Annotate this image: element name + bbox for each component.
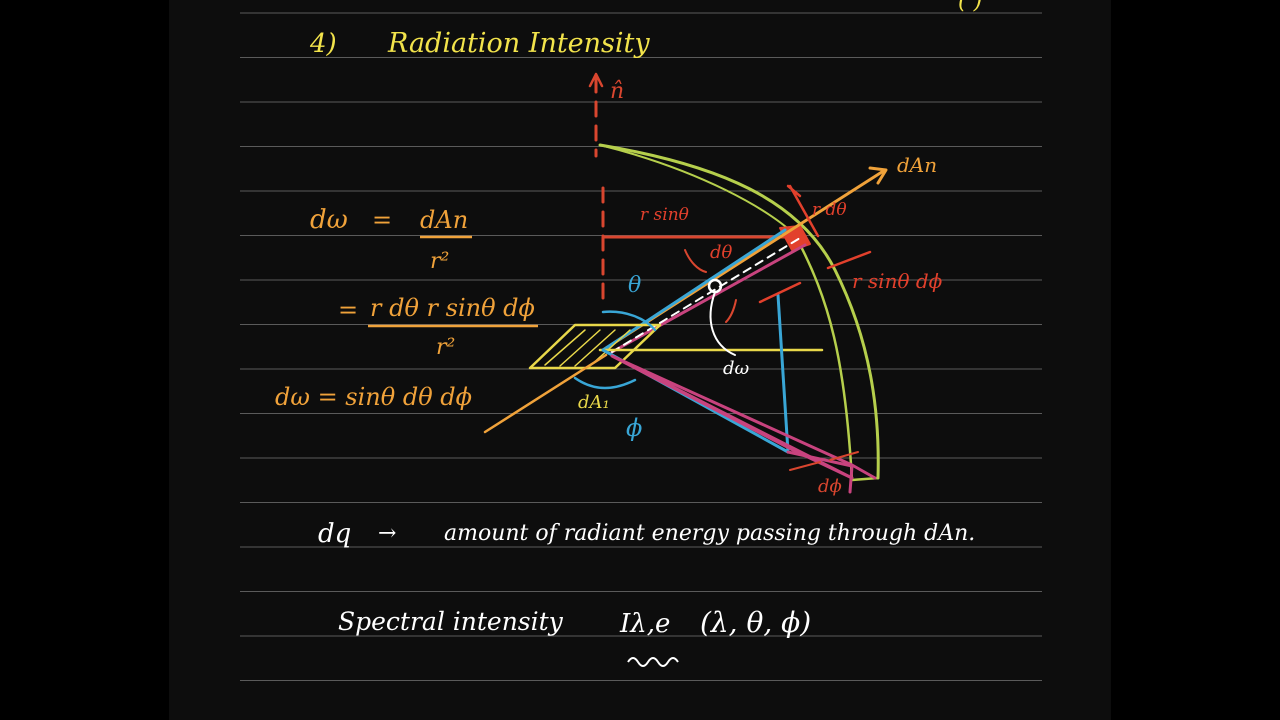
eq1-numerator: dAn xyxy=(420,206,468,234)
notebook-page xyxy=(169,0,1111,720)
eq2-denominator: r² xyxy=(436,335,455,360)
domega-label: dω xyxy=(723,358,750,379)
r-dtheta-label: r dθ xyxy=(812,200,847,220)
dtheta-arrow xyxy=(684,249,707,273)
eq1-equals: = xyxy=(372,206,392,234)
dAn-arrowhead-icon xyxy=(868,166,888,185)
incoming-line xyxy=(483,353,608,434)
r-sin-theta-dphi-label: r sinθ dϕ xyxy=(852,269,943,293)
heading-number: 4) xyxy=(309,29,337,59)
heading-title: Radiation Intensity xyxy=(387,28,650,59)
dA1-label: dA₁ xyxy=(578,392,610,413)
solid-angle-equations: dω = dAn r² = r dθ r sinθ dϕ r² dω = sin… xyxy=(275,205,538,411)
phi-label: ϕ xyxy=(626,414,642,442)
spectral-intensity-text: Spectral intensity xyxy=(338,607,564,636)
dtheta-arrow-2 xyxy=(725,299,737,323)
hemisphere-outer-arc xyxy=(598,143,880,480)
vertical-drop-line xyxy=(776,293,790,454)
theta-label: θ xyxy=(628,273,641,298)
dphi-arrows xyxy=(789,451,859,471)
normal-label: n̂ xyxy=(610,79,624,104)
normal-arrowhead-icon xyxy=(588,72,604,88)
domega-pointer xyxy=(709,291,736,356)
ray-line-dashed xyxy=(611,237,801,353)
definition-notes: dq → amount of radiant energy passing th… xyxy=(318,519,975,667)
dA1-hatch xyxy=(544,329,631,367)
hemisphere-meridian xyxy=(793,233,854,482)
dphi-label: dϕ xyxy=(818,476,842,497)
radiation-diagram xyxy=(483,72,888,494)
r-dtheta-bracket xyxy=(786,184,820,238)
spectral-intensity-args: (λ, θ, ϕ) xyxy=(700,606,811,639)
dq-description: amount of radiant energy passing through… xyxy=(444,521,975,546)
corner-mark: ( ) xyxy=(958,0,982,14)
symbol-underline xyxy=(627,657,679,667)
r-sin-theta-label: r sinθ xyxy=(640,205,689,225)
dtheta-label: dθ xyxy=(710,242,733,263)
eq2-equals: = xyxy=(338,296,358,324)
spectral-intensity-symbol: Iλ,e xyxy=(619,609,670,639)
eq1-lhs: dω xyxy=(310,205,348,235)
eq3: dω = sinθ dθ dϕ xyxy=(275,383,472,411)
ruled-lines xyxy=(240,12,1042,681)
dq-symbol: dq xyxy=(318,519,351,549)
hemisphere-inner-arc xyxy=(599,144,796,236)
r-sin-theta-dphi-arrows xyxy=(758,250,872,304)
ray-line-lower xyxy=(610,243,807,354)
theta-arc xyxy=(601,310,657,332)
ray-line-upper xyxy=(601,228,787,352)
base-wedge-edge xyxy=(786,450,854,494)
dAn-label: dAn xyxy=(897,153,937,177)
dq-arrow: → xyxy=(378,521,396,546)
eq1-denominator: r² xyxy=(430,249,449,274)
phi-arc xyxy=(573,376,637,390)
eq2-numerator: r dθ r sinθ dϕ xyxy=(370,294,535,322)
normal-axis xyxy=(594,76,605,302)
